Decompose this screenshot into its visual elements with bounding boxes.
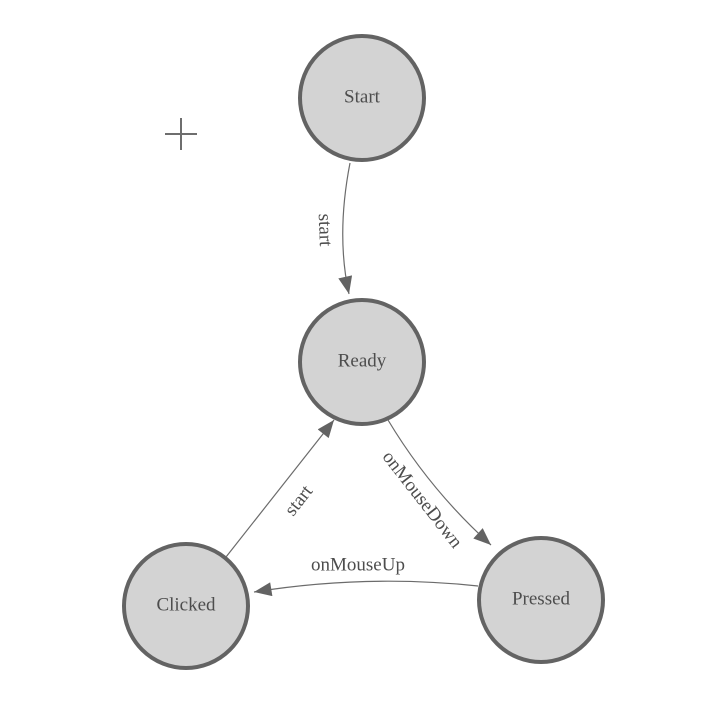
state-circle-pressed[interactable] xyxy=(477,536,605,664)
state-label-clicked: Clicked xyxy=(156,595,216,616)
state-node-start[interactable]: Start xyxy=(298,34,426,162)
transition-ready-to-pressed[interactable]: onMouseDown xyxy=(378,419,492,553)
state-circle-start[interactable] xyxy=(298,34,426,162)
state-circle-ready[interactable] xyxy=(298,298,426,426)
transition-path-start-to-ready[interactable] xyxy=(338,162,353,295)
transition-label-clicked-to-ready: start xyxy=(281,481,318,520)
crosshair-origin-icon xyxy=(165,118,197,150)
transition-path-ready-to-pressed[interactable] xyxy=(387,419,492,546)
state-label-start: Start xyxy=(344,87,381,108)
state-circle-clicked[interactable] xyxy=(122,542,250,670)
state-label-ready: Ready xyxy=(338,351,387,372)
state-node-ready[interactable]: Ready xyxy=(298,298,426,426)
transition-path-pressed-to-clicked[interactable] xyxy=(253,580,479,597)
transition-clicked-to-ready[interactable]: start xyxy=(225,419,335,558)
state-label-pressed: Pressed xyxy=(512,589,571,610)
transition-label-start-to-ready: start xyxy=(314,213,336,247)
transition-path-clicked-to-ready[interactable] xyxy=(225,419,335,558)
transition-pressed-to-clicked[interactable]: onMouseUp xyxy=(253,555,479,597)
state-node-pressed[interactable]: Pressed xyxy=(477,536,605,664)
state-node-clicked[interactable]: Clicked xyxy=(122,542,250,670)
transition-label-pressed-to-clicked: onMouseUp xyxy=(311,555,405,576)
transition-start-to-ready[interactable]: start xyxy=(314,162,353,295)
transition-label-ready-to-pressed: onMouseDown xyxy=(378,447,467,553)
